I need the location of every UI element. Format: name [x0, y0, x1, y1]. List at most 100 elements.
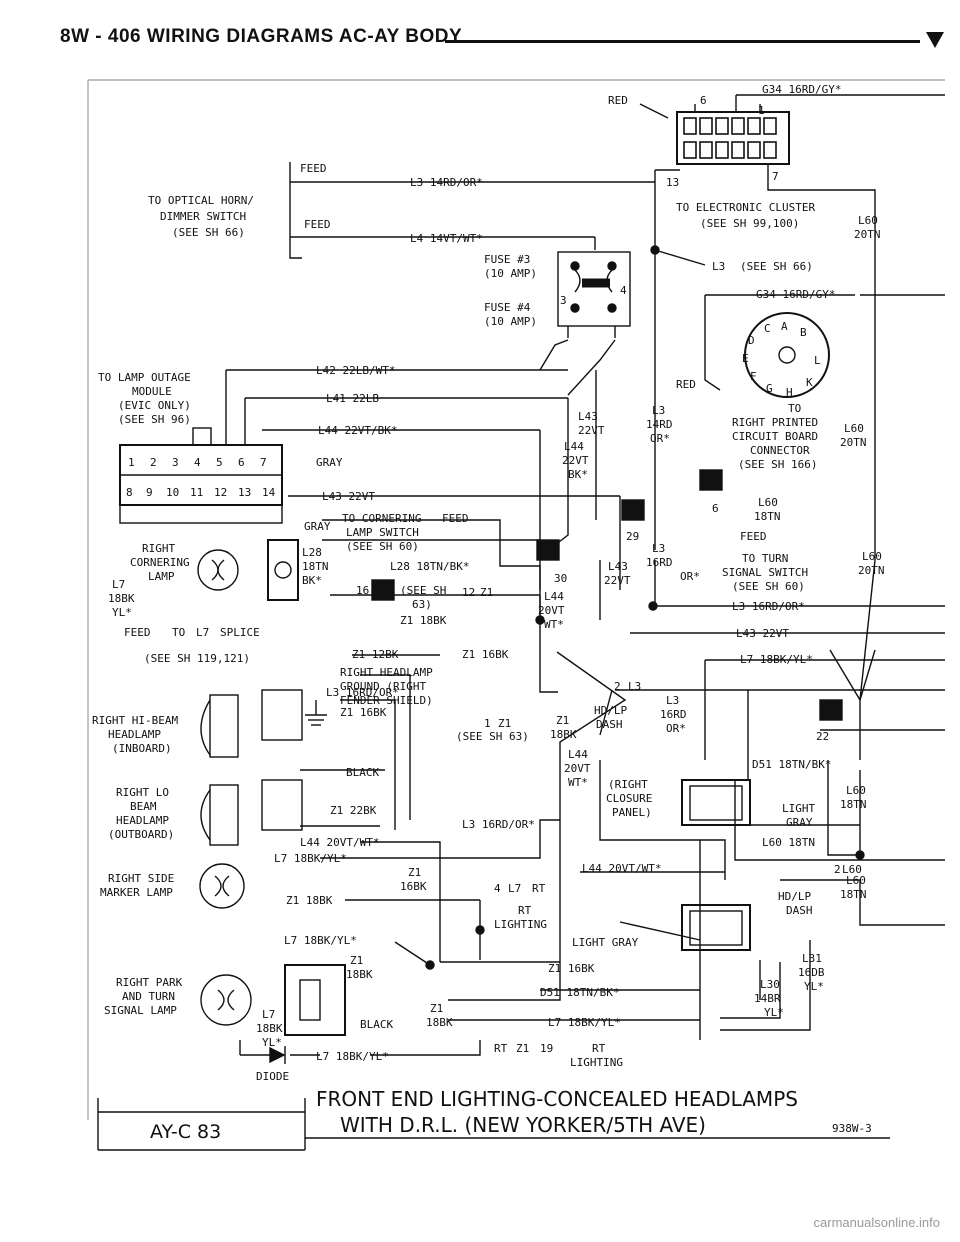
label-pin-b14: 14: [262, 486, 276, 499]
label-pin-t7: 7: [260, 456, 267, 469]
label-red-mid: RED: [676, 378, 696, 391]
label-feed5: FEED: [740, 530, 767, 543]
label-gnd2: GROUND (RIGHT: [340, 680, 426, 693]
label-ring-f: F: [750, 370, 757, 383]
label-l3-wire: L3 14RD/OR*: [410, 176, 483, 189]
label-ring-k: K: [806, 376, 813, 389]
label-fuse3a: FUSE #3: [484, 253, 530, 266]
label-pin-b13: 13: [238, 486, 251, 499]
label-l44c3: WT*: [544, 618, 564, 631]
label-z1c1: Z1: [408, 866, 421, 879]
label-l30a: L30: [760, 978, 780, 991]
label-pin-b12: 12: [214, 486, 227, 499]
label-sm2: MARKER LAMP: [100, 886, 173, 899]
label-tag-l7: L7: [196, 626, 209, 639]
label-pin-t3: 3: [172, 456, 179, 469]
label-lo4: (OUTBOARD): [108, 828, 174, 841]
label-l44b2: 22VT: [562, 454, 589, 467]
label-z1-16bk2: Z1 16BK: [340, 706, 387, 719]
label-l44-20: L44 20VT/WT*: [300, 836, 379, 849]
label-l3b1: L3: [652, 404, 665, 417]
label-optical2: DIMMER SWITCH: [160, 210, 246, 223]
label-l44b1: L44: [564, 440, 584, 453]
label-diode: DIODE: [256, 1070, 289, 1083]
label-l60c: L60: [758, 496, 778, 509]
label-sh12a: 16: [356, 584, 369, 597]
label-hd4: DASH: [786, 904, 813, 917]
label-l28c: BK*: [302, 574, 322, 587]
label-l3c1: L3: [652, 542, 665, 555]
label-l60f2: 18TN: [840, 888, 867, 901]
label-lo1: RIGHT LO: [116, 786, 169, 799]
label-lamp2: MODULE: [132, 385, 172, 398]
label-sm1: RIGHT SIDE: [108, 872, 174, 885]
diagram-frame: [87, 79, 945, 1120]
label-ring-l: L: [814, 354, 821, 367]
label-l7e1: L7: [262, 1008, 275, 1021]
label-l7e2: 18BK: [256, 1022, 283, 1035]
label-lamp3: (EVIC ONLY): [118, 399, 191, 412]
label-pin-b9: 9: [146, 486, 153, 499]
label-l7-18b: L7 18BK/YL*: [274, 852, 347, 865]
label-l7-18e: L7 18BK/YL*: [316, 1050, 389, 1063]
footer-box-code: AY-C 83: [150, 1121, 221, 1143]
label-l31b: 16DB: [798, 966, 825, 979]
label-l28a: L28: [302, 546, 322, 559]
label-pin30: 30: [554, 572, 567, 585]
label-z1e2: 18BK: [426, 1016, 453, 1029]
closure-connector: [681, 779, 751, 826]
label-rt2: LIGHTING: [494, 918, 547, 931]
label-l60c2: 18TN: [754, 510, 781, 523]
label-pt1: RIGHT PARK: [116, 976, 183, 989]
label-l60d: L60: [862, 550, 882, 563]
label-z1-12bk: Z1 12BK: [352, 648, 399, 661]
label-f4: 4: [620, 284, 627, 297]
label-elec1: TO ELECTRONIC CLUSTER: [676, 201, 815, 214]
label-sh12b: (SEE SH: [400, 584, 446, 597]
label-rp2: RIGHT PRINTED: [732, 416, 818, 429]
label-pin-b11: 11: [190, 486, 203, 499]
label-lamp1: TO LAMP OUTAGE: [98, 371, 191, 384]
label-l7e3: YL*: [262, 1036, 282, 1049]
label-rp4: CONNECTOR: [750, 444, 810, 457]
label-tag-12: 12: [462, 586, 475, 599]
label-l60e: L60: [846, 784, 866, 797]
label-splice: SPLICE: [220, 626, 260, 639]
label-l60f: L60: [846, 874, 866, 887]
label-l7a: L7: [112, 578, 125, 591]
label-feed1: FEED: [300, 162, 327, 175]
label-z1-22bk: Z1 22BK: [330, 804, 377, 817]
wires: [225, 94, 945, 1056]
label-l3-16c: L3 16RD/OR*: [462, 818, 535, 831]
label-gnd3: FENDER SHIELD): [340, 694, 433, 707]
label-feed3: FEED: [442, 512, 469, 525]
label-l44d2: 20VT: [564, 762, 591, 775]
label-tag-4: 4: [494, 882, 501, 895]
page-header: 8W - 406 WIRING DIAGRAMS AC-AY BODY: [60, 18, 944, 58]
label-tag-l3: L3: [712, 260, 725, 273]
footer-title-line1: FRONT END LIGHTING-CONCEALED HEADLAMPS: [316, 1087, 798, 1111]
label-rc1: RIGHT: [142, 542, 175, 555]
label-l43c2: 22VT: [604, 574, 631, 587]
label-l30b: 14BR: [754, 992, 781, 1005]
label-z1-18bk: Z1 18BK: [400, 614, 447, 627]
label-z1e1: Z1: [430, 1002, 443, 1015]
label-turn1: TO TURN: [742, 552, 788, 565]
label-turn2: SIGNAL SWITCH: [722, 566, 808, 579]
label-pin-t5: 5: [216, 456, 223, 469]
label-l41: L41 22LB: [326, 392, 379, 405]
label-hb1: RIGHT HI-BEAM: [92, 714, 178, 727]
label-ring-d: D: [748, 334, 755, 347]
label-gray2: GRAY: [304, 520, 331, 533]
label-corn3: (SEE SH 60): [346, 540, 419, 553]
label-lamp4: (SEE SH 96): [118, 413, 191, 426]
label-l44-20b: L44 20VT/WT*: [582, 862, 661, 875]
label-z1-16bk3: Z1 16BK: [548, 962, 595, 975]
label-d51b: D51 18TN/BK*: [540, 986, 619, 999]
label-l60a2: 20TN: [854, 228, 881, 241]
label-optical3: (SEE SH 66): [172, 226, 245, 239]
label-l60b: L60: [844, 422, 864, 435]
label-black2: BLACK: [360, 1018, 393, 1031]
label-see119: (SEE SH 119,121): [144, 652, 250, 665]
tag-boxes: [371, 469, 843, 721]
